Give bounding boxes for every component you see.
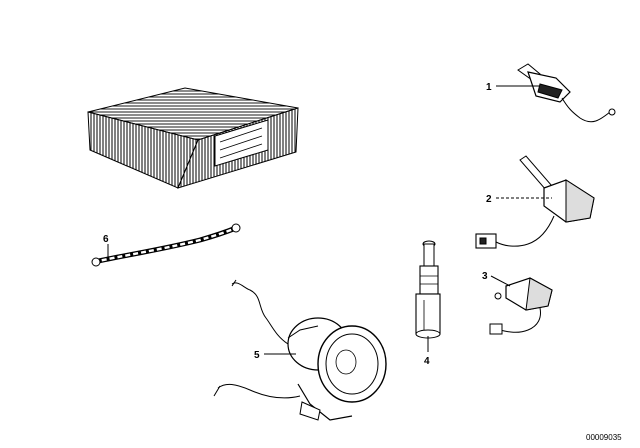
callout-6-label: 6 (103, 234, 109, 245)
part-5-lighter-socket (213, 279, 387, 421)
callout-leaders (107, 85, 552, 355)
part-1-relay (517, 63, 616, 123)
callout-5-label: 5 (254, 350, 260, 361)
receiver-box (87, 87, 299, 189)
image-code: 00009035 (586, 433, 622, 442)
part-6-ground-strap (91, 223, 241, 267)
callout-3-label: 3 (482, 271, 488, 282)
callout-1-label: 1 (486, 82, 492, 93)
part-2-bracket-relay (475, 155, 595, 249)
part-4-lighter-plunger (415, 240, 441, 339)
callout-4-label: 4 (424, 356, 430, 367)
part-3-relay (489, 277, 553, 335)
callout-2-label: 2 (486, 194, 492, 205)
